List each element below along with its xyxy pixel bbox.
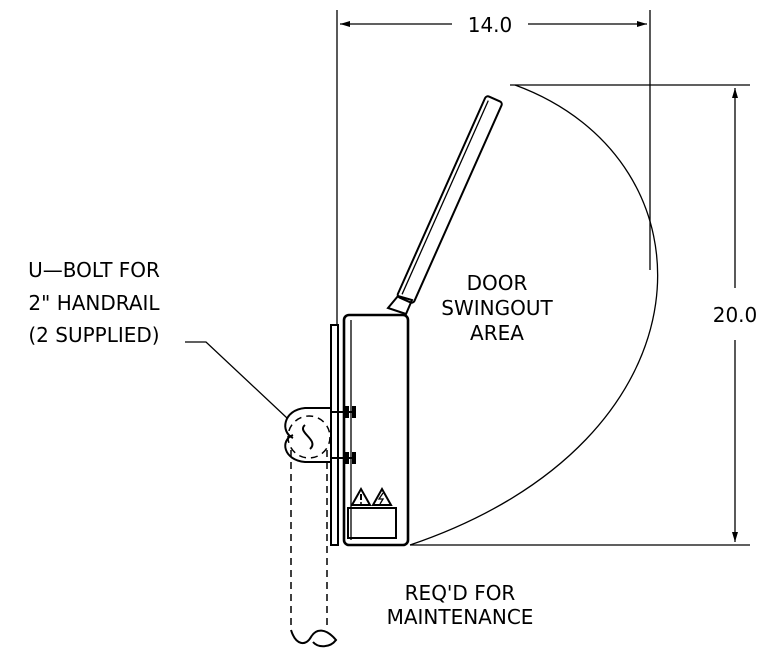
maintenance-label-line-1: REQ'D FOR <box>405 581 516 605</box>
electrical-hazard-icon <box>371 486 393 506</box>
ubolt-callout: U—BOLT FOR 2" HANDRAIL (2 SUPPLIED) <box>28 258 160 347</box>
door-label-line-1: DOOR <box>467 271 528 295</box>
handrail <box>287 415 338 648</box>
door-label-line-2: SWINGOUT <box>441 296 553 320</box>
door-panel <box>396 95 503 304</box>
door-swingout-callout: DOOR SWINGOUT AREA <box>441 271 553 345</box>
handrail-break-symbol <box>302 424 314 450</box>
width-dimension: 14.0 <box>336 10 651 325</box>
enclosure <box>342 313 410 547</box>
mounting-plate <box>330 324 339 546</box>
maintenance-label-line-2: MAINTENANCE <box>387 605 534 629</box>
warning-labels <box>347 486 397 539</box>
maintenance-callout: REQ'D FOR MAINTENANCE <box>387 581 534 629</box>
door-label-line-3: AREA <box>470 321 524 345</box>
ubolt-label-line-2: 2" HANDRAIL <box>28 291 160 315</box>
u-bolt-lower <box>284 434 356 464</box>
handrail-section <box>287 415 331 459</box>
u-bolt-upper <box>284 406 356 439</box>
warning-label-plate <box>347 507 397 539</box>
width-dimension-label: 14.0 <box>468 13 513 37</box>
height-dimension-label: 20.0 <box>713 303 758 327</box>
enclosure-body <box>342 313 410 547</box>
open-door <box>396 95 503 304</box>
height-dimension: 20.0 <box>410 84 758 546</box>
door-swing-arc <box>409 84 659 546</box>
ubolt-label-line-3: (2 SUPPLIED) <box>28 323 159 347</box>
handrail-break-line <box>290 629 338 648</box>
ubolt-label-line-1: U—BOLT FOR <box>28 258 160 282</box>
warning-exclamation-icon <box>350 486 372 506</box>
door-hinge <box>386 294 414 316</box>
ubolt-leader-line <box>185 341 288 419</box>
